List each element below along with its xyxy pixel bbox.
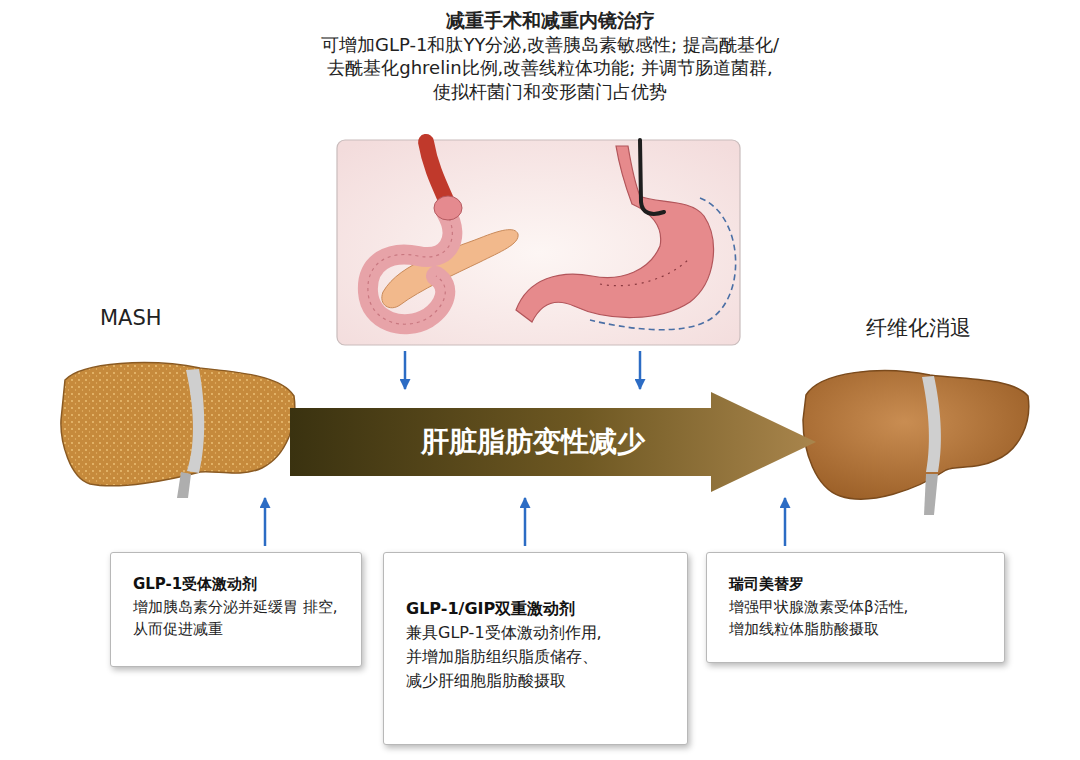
gastric-bypass-figure: [368, 142, 518, 324]
box-body: 增加胰岛素分泌并延缓胃 排空, 从而促进减重: [133, 596, 341, 641]
process-box: 瑞司美替罗增强甲状腺激素受体β活性, 增加线粒体脂肪酸摄取: [706, 552, 1005, 663]
healed-liver: [803, 371, 1029, 515]
endoscope: [640, 140, 664, 214]
stomach-pouch: [434, 196, 462, 220]
box-heading: 瑞司美替罗: [729, 573, 984, 596]
node-label: 纤维化消退: [866, 314, 1016, 342]
intestine-fold: [368, 212, 452, 324]
box-heading: GLP-1/GIP双重激动剂: [406, 597, 667, 621]
connector-arrow: [404, 351, 407, 389]
liver-shape: [803, 371, 1029, 500]
ligament: [922, 376, 941, 472]
connector-arrow: [524, 498, 527, 546]
arrow-band: 肝脏脂肪变性减少: [290, 392, 816, 492]
treatment-panel: 减重手术和减重内镜治疗可增加GLP-1和肽YY分泌,改善胰岛素敏感性; 提高酰基…: [262, 2, 838, 345]
fatty-liver: [61, 363, 295, 498]
surgery-illustration: [337, 140, 740, 345]
box-body: 增强甲状腺激素受体β活性, 增加线粒体脂肪酸摄取: [729, 596, 984, 641]
esophagus: [426, 142, 446, 200]
gallbladder-duct: [177, 472, 191, 498]
connector-arrow: [264, 498, 267, 546]
process-box: GLP-1/GIP双重激动剂兼具GLP-1受体激动剂作用, 并增加脂肪组织脂质储…: [383, 552, 688, 745]
liver-label: 纤维化消退: [866, 314, 1016, 356]
gallbladder-duct: [924, 474, 938, 515]
arrow-body: [290, 392, 816, 492]
sleeve-stomach: [516, 146, 713, 322]
box-body: 可增加GLP-1和肽YY分泌,改善胰岛素敏感性; 提高酰基化/去酰基化ghrel…: [262, 33, 838, 104]
connector-arrow: [639, 351, 642, 389]
ligament: [186, 369, 204, 473]
endoscopic-sleeve-figure: [516, 140, 736, 330]
suture-line: [600, 258, 690, 286]
liver-label: MASH: [100, 306, 210, 344]
node-label: MASH: [100, 306, 210, 330]
box-heading: 减重手术和减重内镜治疗: [262, 8, 838, 33]
box-body: 兼具GLP-1受体激动剂作用, 并增加脂肪组织脂质储存、 减少肝细胞脂肪酸摄取: [406, 621, 667, 693]
illustration-panel: [337, 140, 740, 345]
node-label: 肝脏脂肪变性减少: [290, 423, 776, 461]
process-box: GLP-1受体激动剂增加胰岛素分泌并延缓胃 排空, 从而促进减重: [110, 552, 362, 667]
connector-arrow: [784, 498, 787, 546]
intestine-loop: [368, 212, 452, 324]
box-heading: GLP-1受体激动剂: [133, 573, 341, 596]
liver-shape: [61, 363, 295, 486]
